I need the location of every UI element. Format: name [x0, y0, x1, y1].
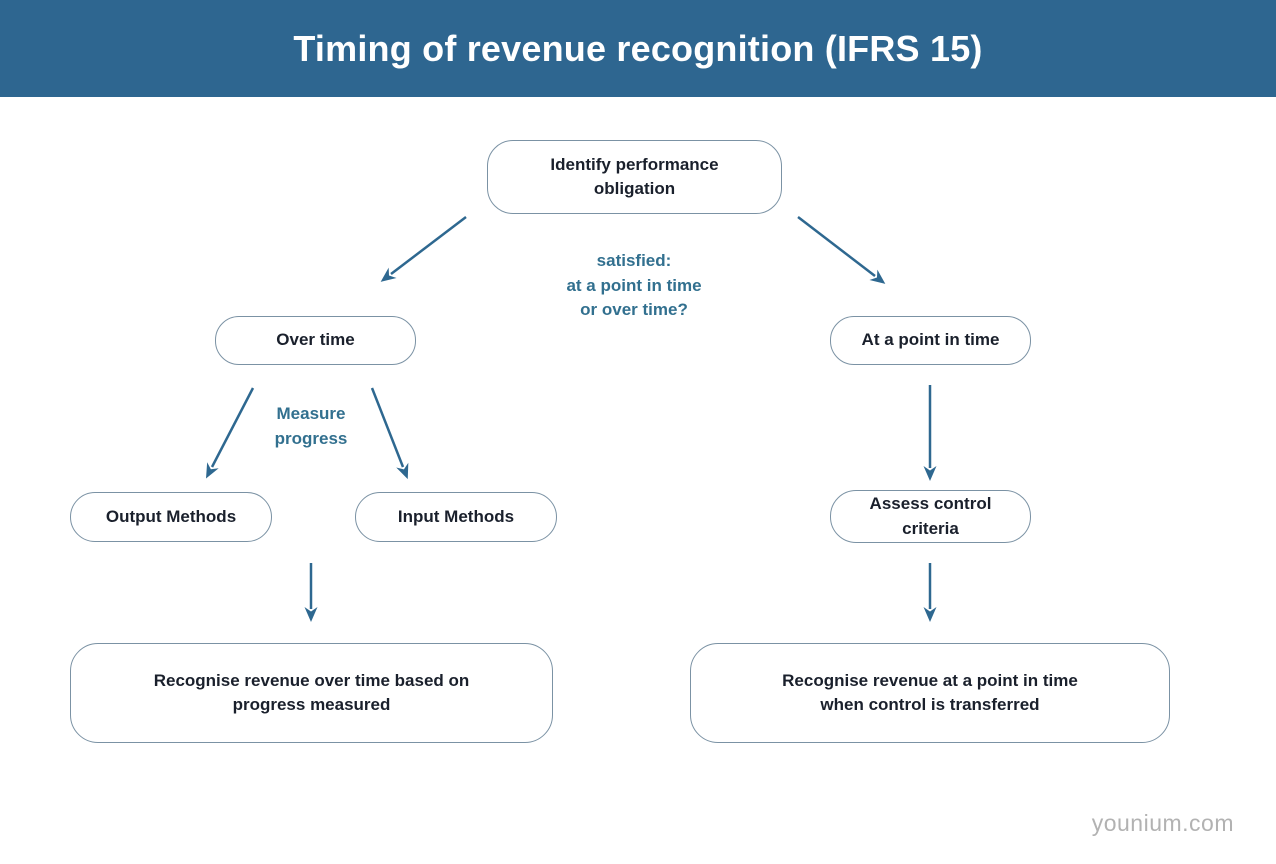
annotation-measure-progress: Measure progress — [274, 404, 348, 448]
page-title: Timing of revenue recognition (IFRS 15) — [293, 27, 983, 69]
node-input-methods: Input Methods — [355, 492, 557, 542]
node-at-a-point-in-time: At a point in time — [830, 316, 1031, 365]
node-output-methods: Output Methods — [70, 492, 272, 542]
node-identify-performance-obligation: Identify performance obligation — [487, 140, 782, 214]
node-assess-control-criteria: Assess control criteria — [830, 490, 1031, 543]
arrow-identify-to-over-time — [380, 216, 467, 282]
header-bar: Timing of revenue recognition (IFRS 15) — [0, 0, 1276, 97]
node-recognise-revenue-point-in-time: Recognise revenue at a point in time whe… — [690, 643, 1170, 743]
arrow-identify-to-point-in-time — [797, 216, 886, 284]
node-recognise-revenue-over-time: Recognise revenue over time based on pro… — [70, 643, 553, 743]
node-over-time: Over time — [215, 316, 416, 365]
watermark-younium: younium.com — [1091, 810, 1234, 836]
annotation-satisfied-question: satisfied: at a point in time or over ti… — [566, 251, 702, 320]
